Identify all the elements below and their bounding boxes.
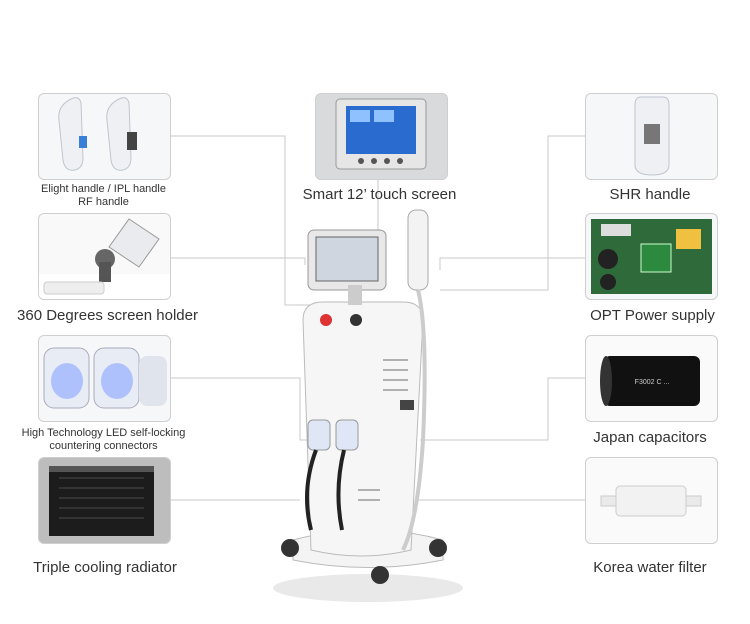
elight-handle-label-line1: Elight handle / IPL handle	[41, 183, 166, 195]
water-filter-label: Korea water filter	[593, 559, 707, 576]
touch-screen-photo	[315, 93, 448, 180]
cooling-radiator-photo	[38, 457, 171, 544]
touch-screen-label: Smart 12’ touch screen	[302, 186, 457, 203]
led-connectors-photo	[38, 335, 171, 422]
water-filter-photo	[585, 457, 718, 544]
screen-holder-photo	[38, 213, 171, 300]
elight-handle-photo	[38, 93, 171, 180]
cooling-radiator-label: Triple cooling radiator	[33, 559, 177, 576]
capacitors-label: Japan capacitors	[593, 429, 707, 446]
shr-handle-label: SHR handle	[609, 186, 691, 203]
opt-power-label: OPT Power supply	[590, 307, 715, 324]
screen-holder-label: 360 Degrees screen holder	[17, 307, 198, 324]
capacitors-photo: F3002 C ...	[585, 335, 718, 422]
led-connectors-label-line2: countering connectors	[49, 439, 158, 452]
machine-illustration	[273, 209, 463, 602]
elight-handle-label-line2: RF handle	[78, 195, 129, 208]
led-connectors-label-line1: High Technology LED self-locking	[21, 427, 186, 439]
capacitor-print: F3002 C ...	[635, 379, 670, 386]
opt-power-photo	[585, 213, 718, 300]
shr-handle-photo	[585, 93, 718, 180]
